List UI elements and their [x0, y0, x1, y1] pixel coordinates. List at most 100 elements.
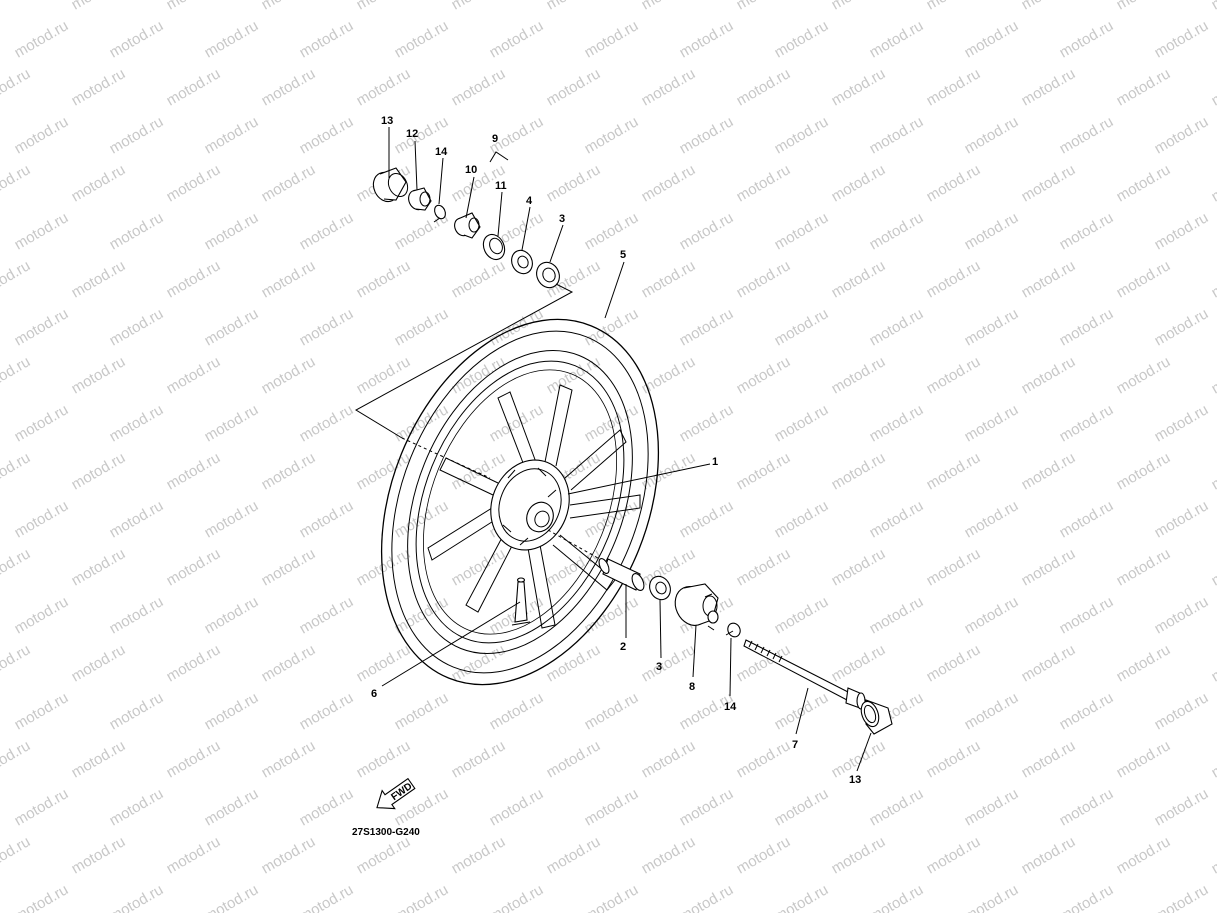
watermark-text: motod.ru: [867, 785, 927, 829]
watermark-text: motod.ru: [12, 209, 72, 253]
watermark-text: motod.ru: [734, 833, 794, 877]
watermark-text: motod.ru: [962, 305, 1022, 349]
watermark-text: motod.ru: [107, 881, 167, 913]
watermark-text: motod.ru: [829, 641, 889, 685]
watermark-text: motod.ru: [392, 17, 452, 61]
watermark-text: motod.ru: [0, 257, 33, 301]
watermark-text: motod.ru: [924, 449, 984, 493]
watermark-text: motod.ru: [12, 305, 72, 349]
watermark-text: motod.ru: [1057, 497, 1117, 541]
watermark-text: motod.ru: [1209, 65, 1217, 109]
watermark-text: motod.ru: [772, 17, 832, 61]
watermark-text: motod.ru: [772, 113, 832, 157]
watermark-text: motod.ru: [582, 593, 642, 637]
part-14-circlip-lower: [725, 622, 741, 638]
watermark-text: motod.ru: [829, 353, 889, 397]
watermark-text: motod.ru: [259, 0, 319, 13]
watermark-text: motod.ru: [69, 641, 129, 685]
watermark-text: motod.ru: [582, 209, 642, 253]
watermark-text: motod.ru: [0, 65, 33, 109]
watermark-text: motod.ru: [12, 497, 72, 541]
watermark-text: motod.ru: [1209, 353, 1217, 397]
watermark-text: motod.ru: [69, 545, 129, 589]
watermark-text: motod.ru: [449, 65, 509, 109]
watermark-text: motod.ru: [69, 0, 129, 13]
watermark-text: motod.ru: [962, 401, 1022, 445]
watermark-text: motod.ru: [107, 785, 167, 829]
callout-8: 8: [689, 681, 695, 693]
wheel-spokes: [427, 384, 641, 629]
watermark-text: motod.ru: [677, 497, 737, 541]
watermark-text: motod.ru: [1057, 305, 1117, 349]
watermark-text: motod.ru: [677, 113, 737, 157]
watermark-text: motod.ru: [1019, 449, 1079, 493]
watermark-text: motod.ru: [829, 545, 889, 589]
watermark-text: motod.ru: [962, 113, 1022, 157]
part-13-cap: [372, 167, 409, 203]
watermark-text: motod.ru: [449, 257, 509, 301]
callout-9: 9: [492, 133, 498, 145]
watermark-text: motod.ru: [677, 305, 737, 349]
watermark-text: motod.ru: [867, 305, 927, 349]
watermark-text: motod.ru: [829, 65, 889, 109]
watermark-text: motod.ru: [829, 257, 889, 301]
watermark-text: motod.ru: [202, 209, 262, 253]
callout-1: 1: [712, 456, 718, 468]
watermark-text: motod.ru: [924, 641, 984, 685]
watermark-text: motod.ru: [1209, 161, 1217, 205]
diagram-code: 27S1300-G240: [352, 827, 420, 838]
watermark-text: motod.ru: [69, 161, 129, 205]
watermark-text: motod.ru: [544, 833, 604, 877]
watermark-text: motod.ru: [1152, 209, 1212, 253]
watermark-text: motod.ru: [924, 353, 984, 397]
watermark-text: motod.ru: [297, 17, 357, 61]
watermark-text: motod.ru: [867, 593, 927, 637]
watermark-text: motod.ru: [297, 305, 357, 349]
watermark-text: motod.ru: [1114, 0, 1174, 13]
watermark-text: motod.ru: [69, 353, 129, 397]
watermark-text: motod.ru: [1114, 545, 1174, 589]
watermark-text: motod.ru: [259, 257, 319, 301]
watermark-text: motod.ru: [1019, 257, 1079, 301]
watermark-text: motod.ru: [202, 881, 262, 913]
watermark-text: motod.ru: [1209, 737, 1217, 781]
watermark-text: motod.ru: [639, 833, 699, 877]
watermark-text: motod.ru: [449, 0, 509, 13]
callout-10: 10: [465, 164, 477, 176]
watermark-text: motod.ru: [867, 17, 927, 61]
watermark-text: motod.ru: [734, 0, 794, 13]
watermark-text: motod.ru: [1019, 545, 1079, 589]
watermark-text: motod.ru: [1019, 833, 1079, 877]
watermark-text: motod.ru: [12, 113, 72, 157]
watermark-text: motod.ru: [449, 353, 509, 397]
watermark-text: motod.ru: [1019, 641, 1079, 685]
watermark-text: motod.ru: [544, 0, 604, 13]
watermark-text: motod.ru: [1114, 161, 1174, 205]
watermark-text: motod.ru: [69, 737, 129, 781]
watermark-text: motod.ru: [392, 401, 452, 445]
watermark-text: motod.ru: [639, 0, 699, 13]
watermark-text: motod.ru: [1209, 449, 1217, 493]
callout-14-lower: 14: [724, 701, 737, 713]
watermark-text: motod.ru: [12, 881, 72, 913]
part-3-bearing-lower: [649, 575, 671, 601]
watermark-text: motod.ru: [164, 641, 224, 685]
watermark-text: motod.ru: [297, 401, 357, 445]
callout-5: 5: [620, 249, 626, 261]
watermark-text: motod.ru: [164, 0, 224, 13]
watermark-text: motod.ru: [259, 833, 319, 877]
watermark-text: motod.ru: [354, 737, 414, 781]
watermark-text: motod.ru: [867, 881, 927, 913]
watermark-text: motod.ru: [202, 689, 262, 733]
watermark-text: motod.ru: [0, 0, 33, 13]
part-11-oil-seal: [482, 233, 506, 261]
watermark-text: motod.ru: [1209, 545, 1217, 589]
callout-4: 4: [526, 195, 533, 207]
watermark-text: motod.ru: [639, 641, 699, 685]
watermark-text: motod.ru: [487, 689, 547, 733]
part-14-circlip-upper: [433, 204, 446, 223]
part-3-bearing-upper: [536, 261, 560, 289]
watermark-text: motod.ru: [297, 209, 357, 253]
watermark-text: motod.ru: [734, 545, 794, 589]
